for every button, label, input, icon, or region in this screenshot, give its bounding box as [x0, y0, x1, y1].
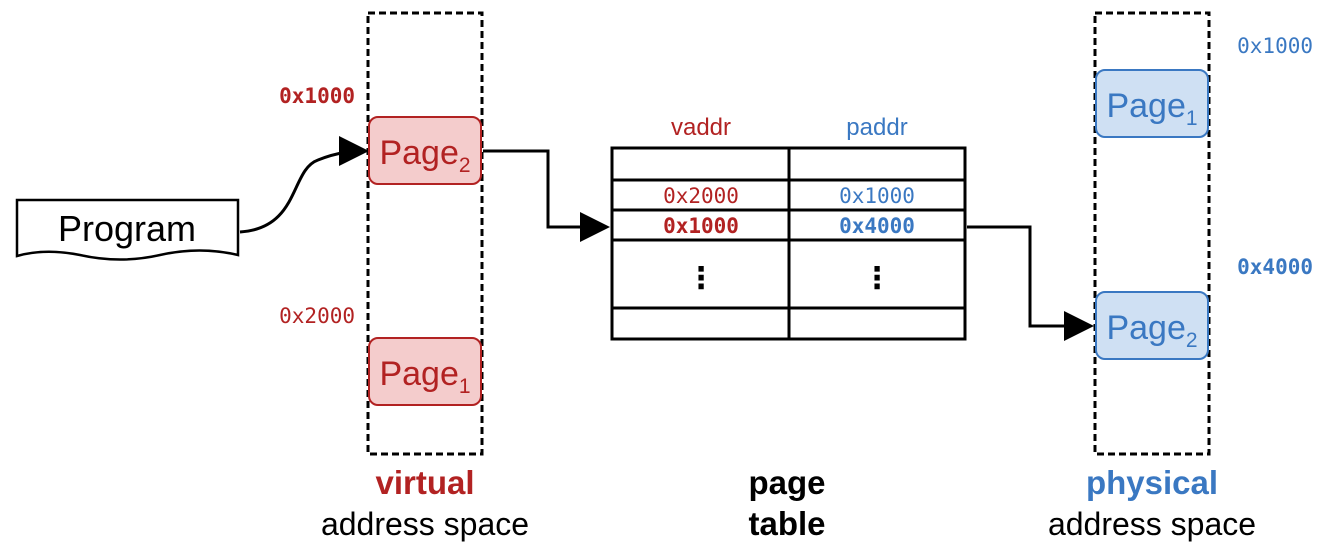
virtual-page-1-box [368, 337, 482, 406]
physical-page-2-box [1095, 291, 1209, 360]
physical-page-1-base: Page [1106, 87, 1185, 125]
physical-addr-label-bottom: 0x4000 [1237, 255, 1313, 279]
virtual-caption-bold: virtual [375, 464, 474, 501]
table-header-vaddr: vaddr [671, 114, 731, 141]
table-ellipsis-paddr: ⋮ [862, 262, 892, 295]
physical-caption: address space [1048, 506, 1256, 542]
table-row-1-vaddr: 0x2000 [663, 184, 739, 208]
virtual-page-1-sub: 1 [459, 375, 471, 398]
table-row-2-paddr: 0x4000 [839, 214, 915, 238]
virtual-page-1-base: Page [379, 355, 458, 393]
physical-caption-bold: physical [1086, 464, 1218, 501]
virtual-page-2-label: Page2 [379, 134, 470, 177]
physical-page-1-label: Page1 [1106, 87, 1197, 130]
physical-page-2-base: Page [1106, 309, 1185, 347]
virtual-page-2-base: Page [379, 134, 458, 172]
table-row-1-paddr: 0x1000 [839, 184, 915, 208]
table-caption-line1: page [748, 464, 825, 501]
virtual-addr-label-top: 0x1000 [279, 84, 355, 108]
page-table-grid [610, 146, 967, 341]
table-ellipsis-vaddr: ⋮ [686, 262, 716, 295]
virtual-addr-label-bottom: 0x2000 [279, 304, 355, 328]
virtual-page-2-sub: 2 [459, 154, 471, 177]
virtual-address-space-column [366, 11, 484, 456]
physical-page-1-sub: 1 [1186, 107, 1198, 130]
virtual-to-table-arrow [483, 149, 610, 242]
physical-page-2-label: Page2 [1106, 309, 1197, 352]
table-row-2-vaddr: 0x1000 [663, 214, 739, 238]
physical-page-2-sub: 2 [1186, 329, 1198, 352]
virtual-page-1-label: Page1 [379, 355, 470, 398]
table-caption-line2: table [748, 505, 825, 542]
table-to-physical-arrow [967, 225, 1094, 341]
virtual-caption: address space [321, 506, 529, 542]
page-table-row: 0x1000 0x4000 [663, 214, 915, 238]
physical-addr-label-top: 0x1000 [1237, 34, 1313, 58]
program-to-virtual-page-arrow [239, 136, 369, 234]
physical-page-1-box [1095, 69, 1209, 138]
table-header-paddr: paddr [846, 114, 907, 141]
physical-address-space-column [1093, 11, 1211, 456]
program-document-shape [15, 198, 240, 261]
page-table-row: 0x2000 0x1000 [663, 184, 915, 208]
virtual-page-2-box [368, 116, 482, 185]
program-label: Program [58, 208, 196, 249]
